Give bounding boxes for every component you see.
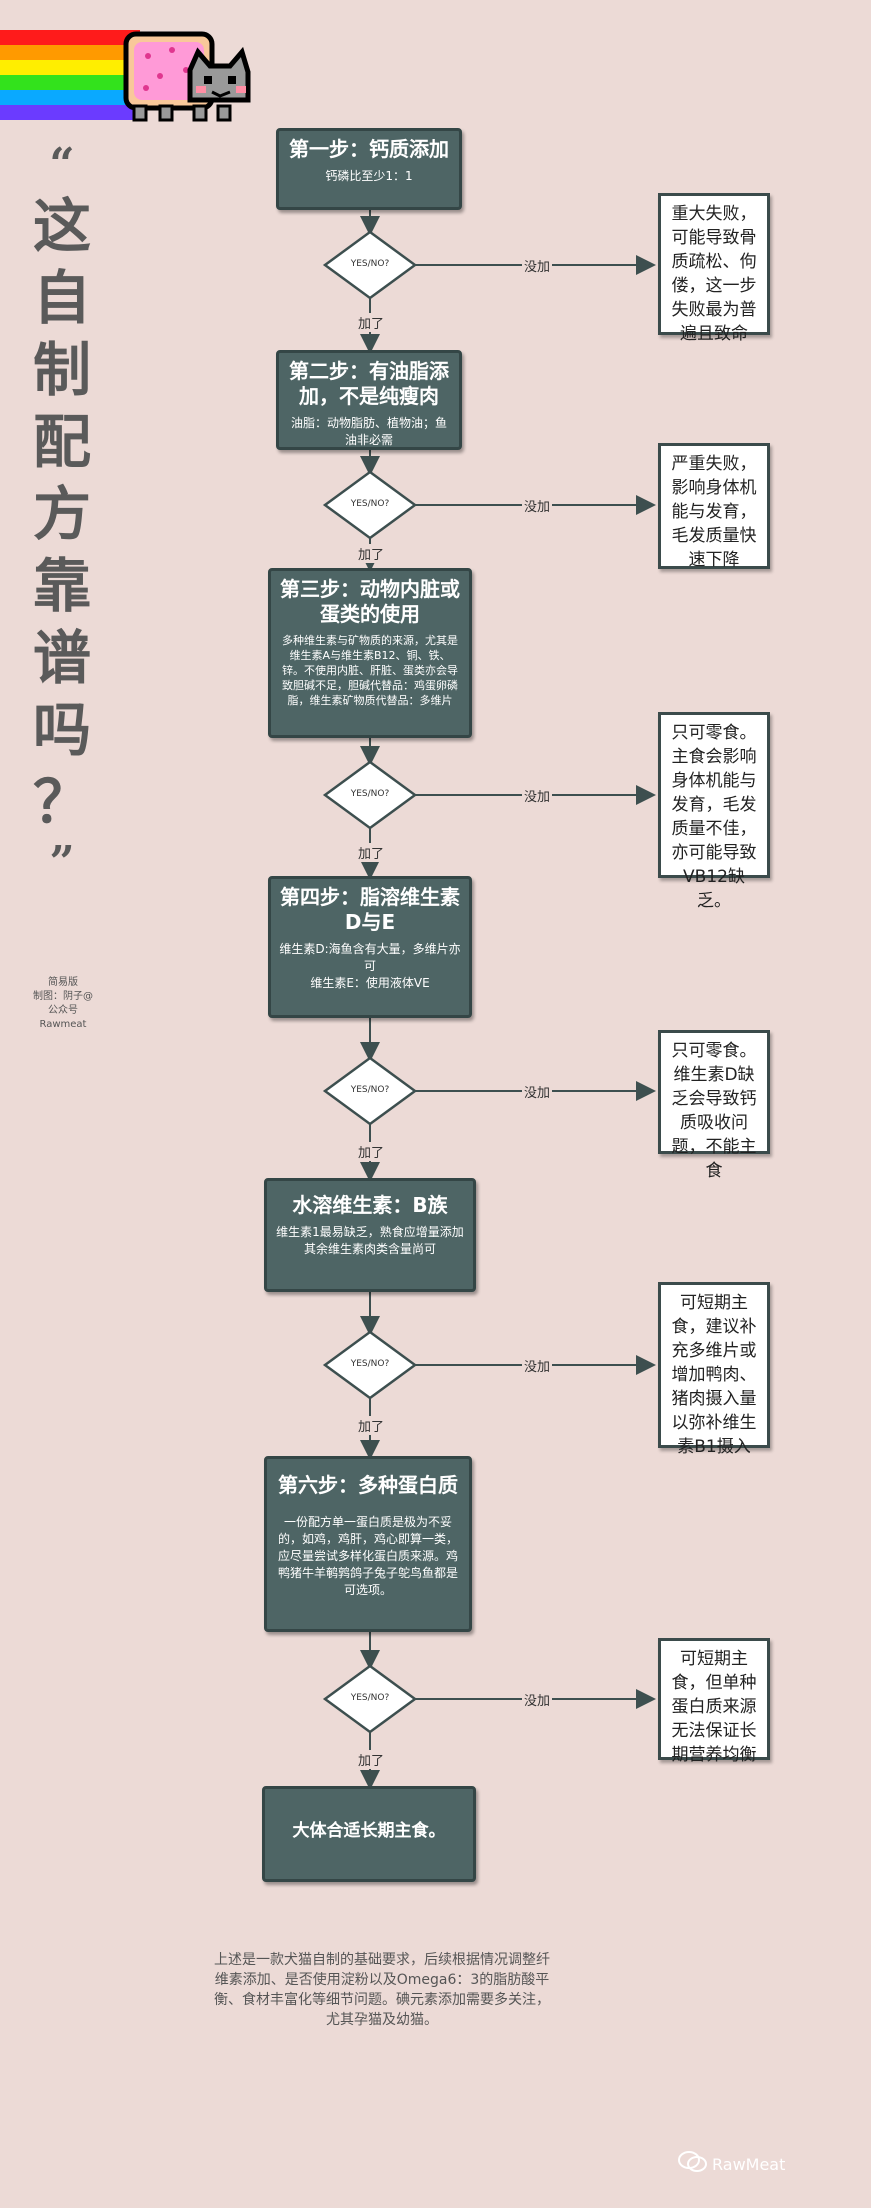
step-title: 第二步：有油脂添加，不是纯瘦肉	[289, 359, 449, 408]
step-desc: 维生素1最易缺乏，熟食应增量添加	[276, 1225, 464, 1239]
step-desc: 钙磷比至少1：1	[325, 169, 413, 183]
step-box: 第一步：钙质添加 钙磷比至少1：1	[276, 128, 462, 210]
no-label: 没加	[522, 1690, 553, 1709]
decision-text: YES/NO?	[350, 1359, 390, 1369]
step-desc: 多种维生素与矿物质的来源，尤其是维生素A与维生素B12、铜、铁、锌。不使用内脏、…	[282, 634, 458, 707]
final-text: 大体合适长期主食。	[292, 1821, 446, 1841]
close-quote: ”	[49, 837, 75, 888]
title-char: 谱	[32, 624, 91, 692]
credit-line: 制图：阴子@	[33, 991, 93, 1002]
outcome-note: 可短期主食，建议补充多维片或增加鸭肉、猪肉摄入量以弥补维生素B1摄入	[658, 1282, 770, 1457]
step-box: 第二步：有油脂添加，不是纯瘦肉 油脂：动物脂肪、植物油；鱼油非必需	[276, 350, 462, 450]
yes-label: 加了	[356, 1750, 387, 1769]
nyan-cat-icon	[123, 31, 251, 122]
yes-label: 加了	[356, 843, 387, 862]
step-title: 第一步：钙质添加	[289, 137, 449, 161]
step-desc: 其余维生素肉类含量尚可	[303, 1242, 436, 1256]
yes-label: 加了	[356, 544, 387, 563]
decision-diamond	[322, 470, 418, 540]
decision-text: YES/NO?	[350, 499, 390, 509]
no-label: 没加	[522, 786, 553, 805]
outcome-note: 可短期主食，但单种蛋白质来源无法保证长期营养均衡	[658, 1638, 770, 1765]
title-char: 制	[32, 336, 91, 404]
credits: 简易版 制图：阴子@ 公众号 Rawmeat	[28, 976, 98, 1032]
decision-diamond	[322, 1330, 418, 1400]
step-box: 水溶维生素：B族 维生素1最易缺乏，熟食应增量添加 其余维生素肉类含量尚可	[264, 1178, 476, 1292]
decision-diamond	[322, 230, 418, 300]
vertical-title: “ 这 自 制 配 方 靠 谱 吗 ？ ”	[22, 140, 102, 888]
yes-label: 加了	[356, 313, 387, 332]
decision-text: YES/NO?	[350, 259, 390, 269]
decision-text: YES/NO?	[350, 1693, 390, 1703]
footer-note: 上述是一款犬猫自制的基础要求，后续根据情况调整纤维素添加、是否使用淀粉以及Ome…	[214, 1952, 550, 2028]
decision-text: YES/NO?	[350, 789, 390, 799]
credit-line: 简易版	[48, 977, 78, 988]
decision-diamond	[322, 760, 418, 830]
title-char: 吗	[32, 696, 91, 764]
credit-line: Rawmeat	[39, 1019, 87, 1030]
step-title: 第四步：脂溶维生素D与E	[280, 885, 460, 934]
title-char: 这	[32, 192, 91, 260]
outcome-note: 只可零食。主食会影响身体机能与发育，毛发质量不佳，亦可能导致VB12缺乏。	[658, 712, 770, 911]
wechat-icon	[678, 2151, 707, 2172]
no-label: 没加	[522, 256, 553, 275]
decision-diamond	[322, 1664, 418, 1734]
step-box: 第三步：动物内脏或蛋类的使用 多种维生素与矿物质的来源，尤其是维生素A与维生素B…	[268, 568, 472, 738]
title-char: 方	[32, 480, 91, 548]
title-char: ？	[32, 768, 91, 836]
credit-line: 公众号	[48, 1005, 78, 1016]
decision-diamond	[322, 1056, 418, 1126]
step-desc: 维生素D:海鱼含有大量，多维片亦可	[279, 942, 461, 973]
yes-label: 加了	[356, 1416, 387, 1435]
final-box: 大体合适长期主食。	[262, 1786, 476, 1882]
title-char: 自	[32, 264, 91, 332]
outcome-note: 严重失败，影响身体机能与发育，毛发质量快速下降	[658, 443, 770, 570]
title-char: 靠	[32, 552, 91, 620]
rainbow-decoration	[0, 30, 140, 122]
step-desc: 油脂：动物脂肪、植物油；鱼油非必需	[290, 416, 447, 447]
step-title: 第三步：动物内脏或蛋类的使用	[280, 577, 460, 626]
no-label: 没加	[522, 1356, 553, 1375]
step-box: 第六步：多种蛋白质 一份配方单一蛋白质是极为不妥的，如鸡，鸡肝，鸡心即算一类，应…	[264, 1456, 472, 1632]
outcome-note: 重大失败，可能导致骨质疏松、佝偻，这一步失败最为普遍且致命	[658, 193, 770, 344]
brand-watermark: RawMeat	[712, 2155, 786, 2174]
outcome-note: 只可零食。维生素D缺乏会导致钙质吸收问题，不能主食	[658, 1030, 770, 1181]
yes-label: 加了	[356, 1142, 387, 1161]
open-quote: “	[49, 139, 75, 190]
title-char: 配	[32, 408, 91, 476]
no-label: 没加	[522, 1082, 553, 1101]
step-title: 第六步：多种蛋白质	[278, 1473, 458, 1497]
step-title: 水溶维生素：B族	[292, 1193, 448, 1217]
step-box: 第四步：脂溶维生素D与E 维生素D:海鱼含有大量，多维片亦可 维生素E：使用液体…	[268, 876, 472, 1018]
no-label: 没加	[522, 496, 553, 515]
step-desc: 一份配方单一蛋白质是极为不妥的，如鸡，鸡肝，鸡心即算一类，应尽量尝试多样化蛋白质…	[277, 1515, 458, 1597]
decision-text: YES/NO?	[350, 1085, 390, 1095]
step-desc: 维生素E：使用液体VE	[310, 976, 430, 990]
